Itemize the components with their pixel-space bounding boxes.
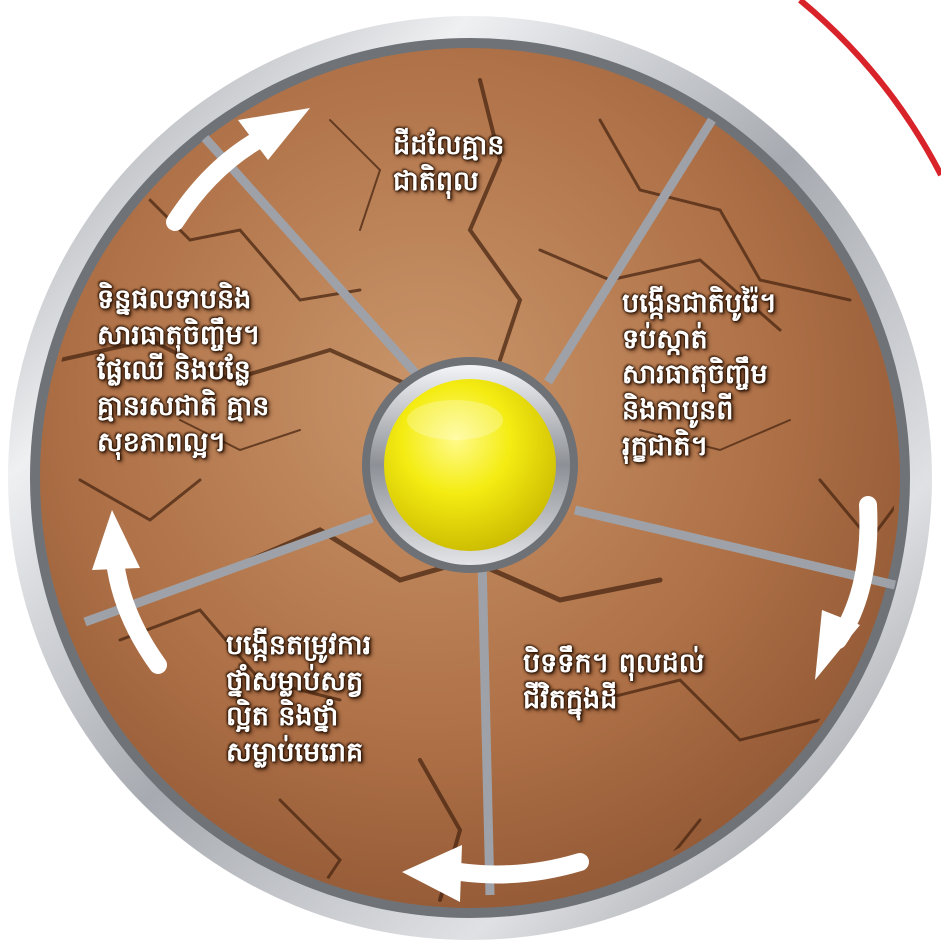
- segment-bottom-left-label: បង្កើនតម្រូវការ ថ្នាំសម្លាប់សត្វ ល្អិត ន…: [226, 628, 371, 771]
- segment-right-label: បង្កើនជាតិបូរ៉ៃ។ ទប់ស្កាត់ សារធាតុចិញ្ចឹ…: [622, 286, 777, 464]
- red-accent-arc: [800, 0, 941, 175]
- segment-left-label: ទិន្នផលទាបនិង សារធាតុចិញ្ចឹម។ ផ្លែឈើ និង…: [97, 282, 269, 460]
- segment-top-label: ដីដលែគ្មាន ជាតិពុល: [393, 128, 504, 199]
- segment-bottom-right-label: បិទទឹក។ ពុលដល់ ជីវិតក្នុងដី: [523, 646, 704, 717]
